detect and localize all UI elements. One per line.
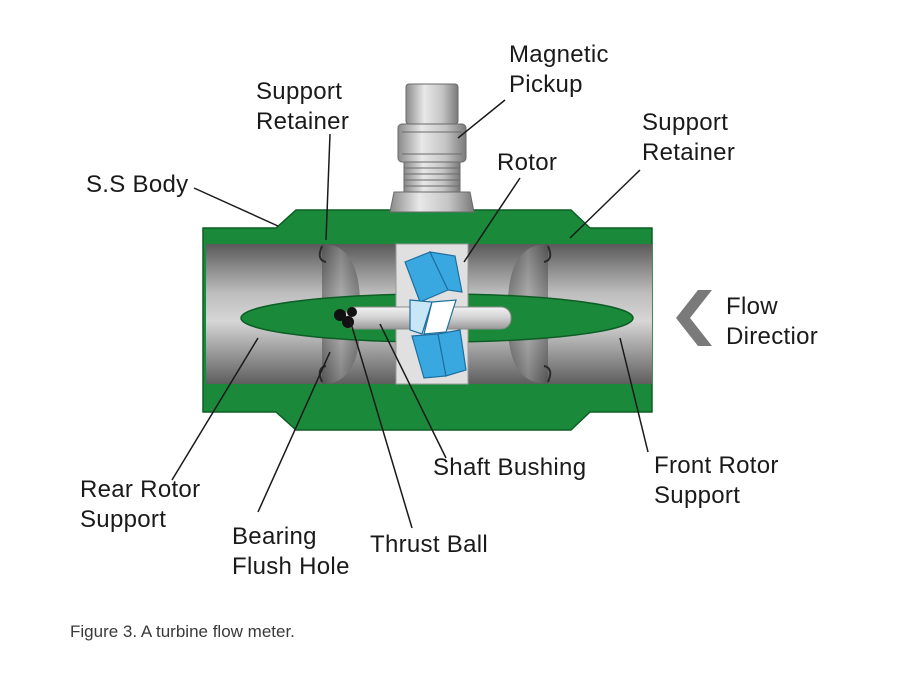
leader-lines [171,99,649,529]
label-rotor: Rotor [497,149,558,176]
thrust-ball-3 [347,307,357,317]
label-thrust-ball: Thrust Ball [370,531,489,558]
label-ss-body: S.S Body [86,171,189,198]
thrust-ball-1 [334,309,346,321]
label-shaft-bushing: Shaft Bushing [433,454,587,481]
rotor-blades [404,251,467,379]
magnetic-pickup-shape [389,83,475,213]
figure-caption: Figure 3. A turbine flow meter. [70,622,295,641]
flow-direction-arrow [676,290,712,346]
